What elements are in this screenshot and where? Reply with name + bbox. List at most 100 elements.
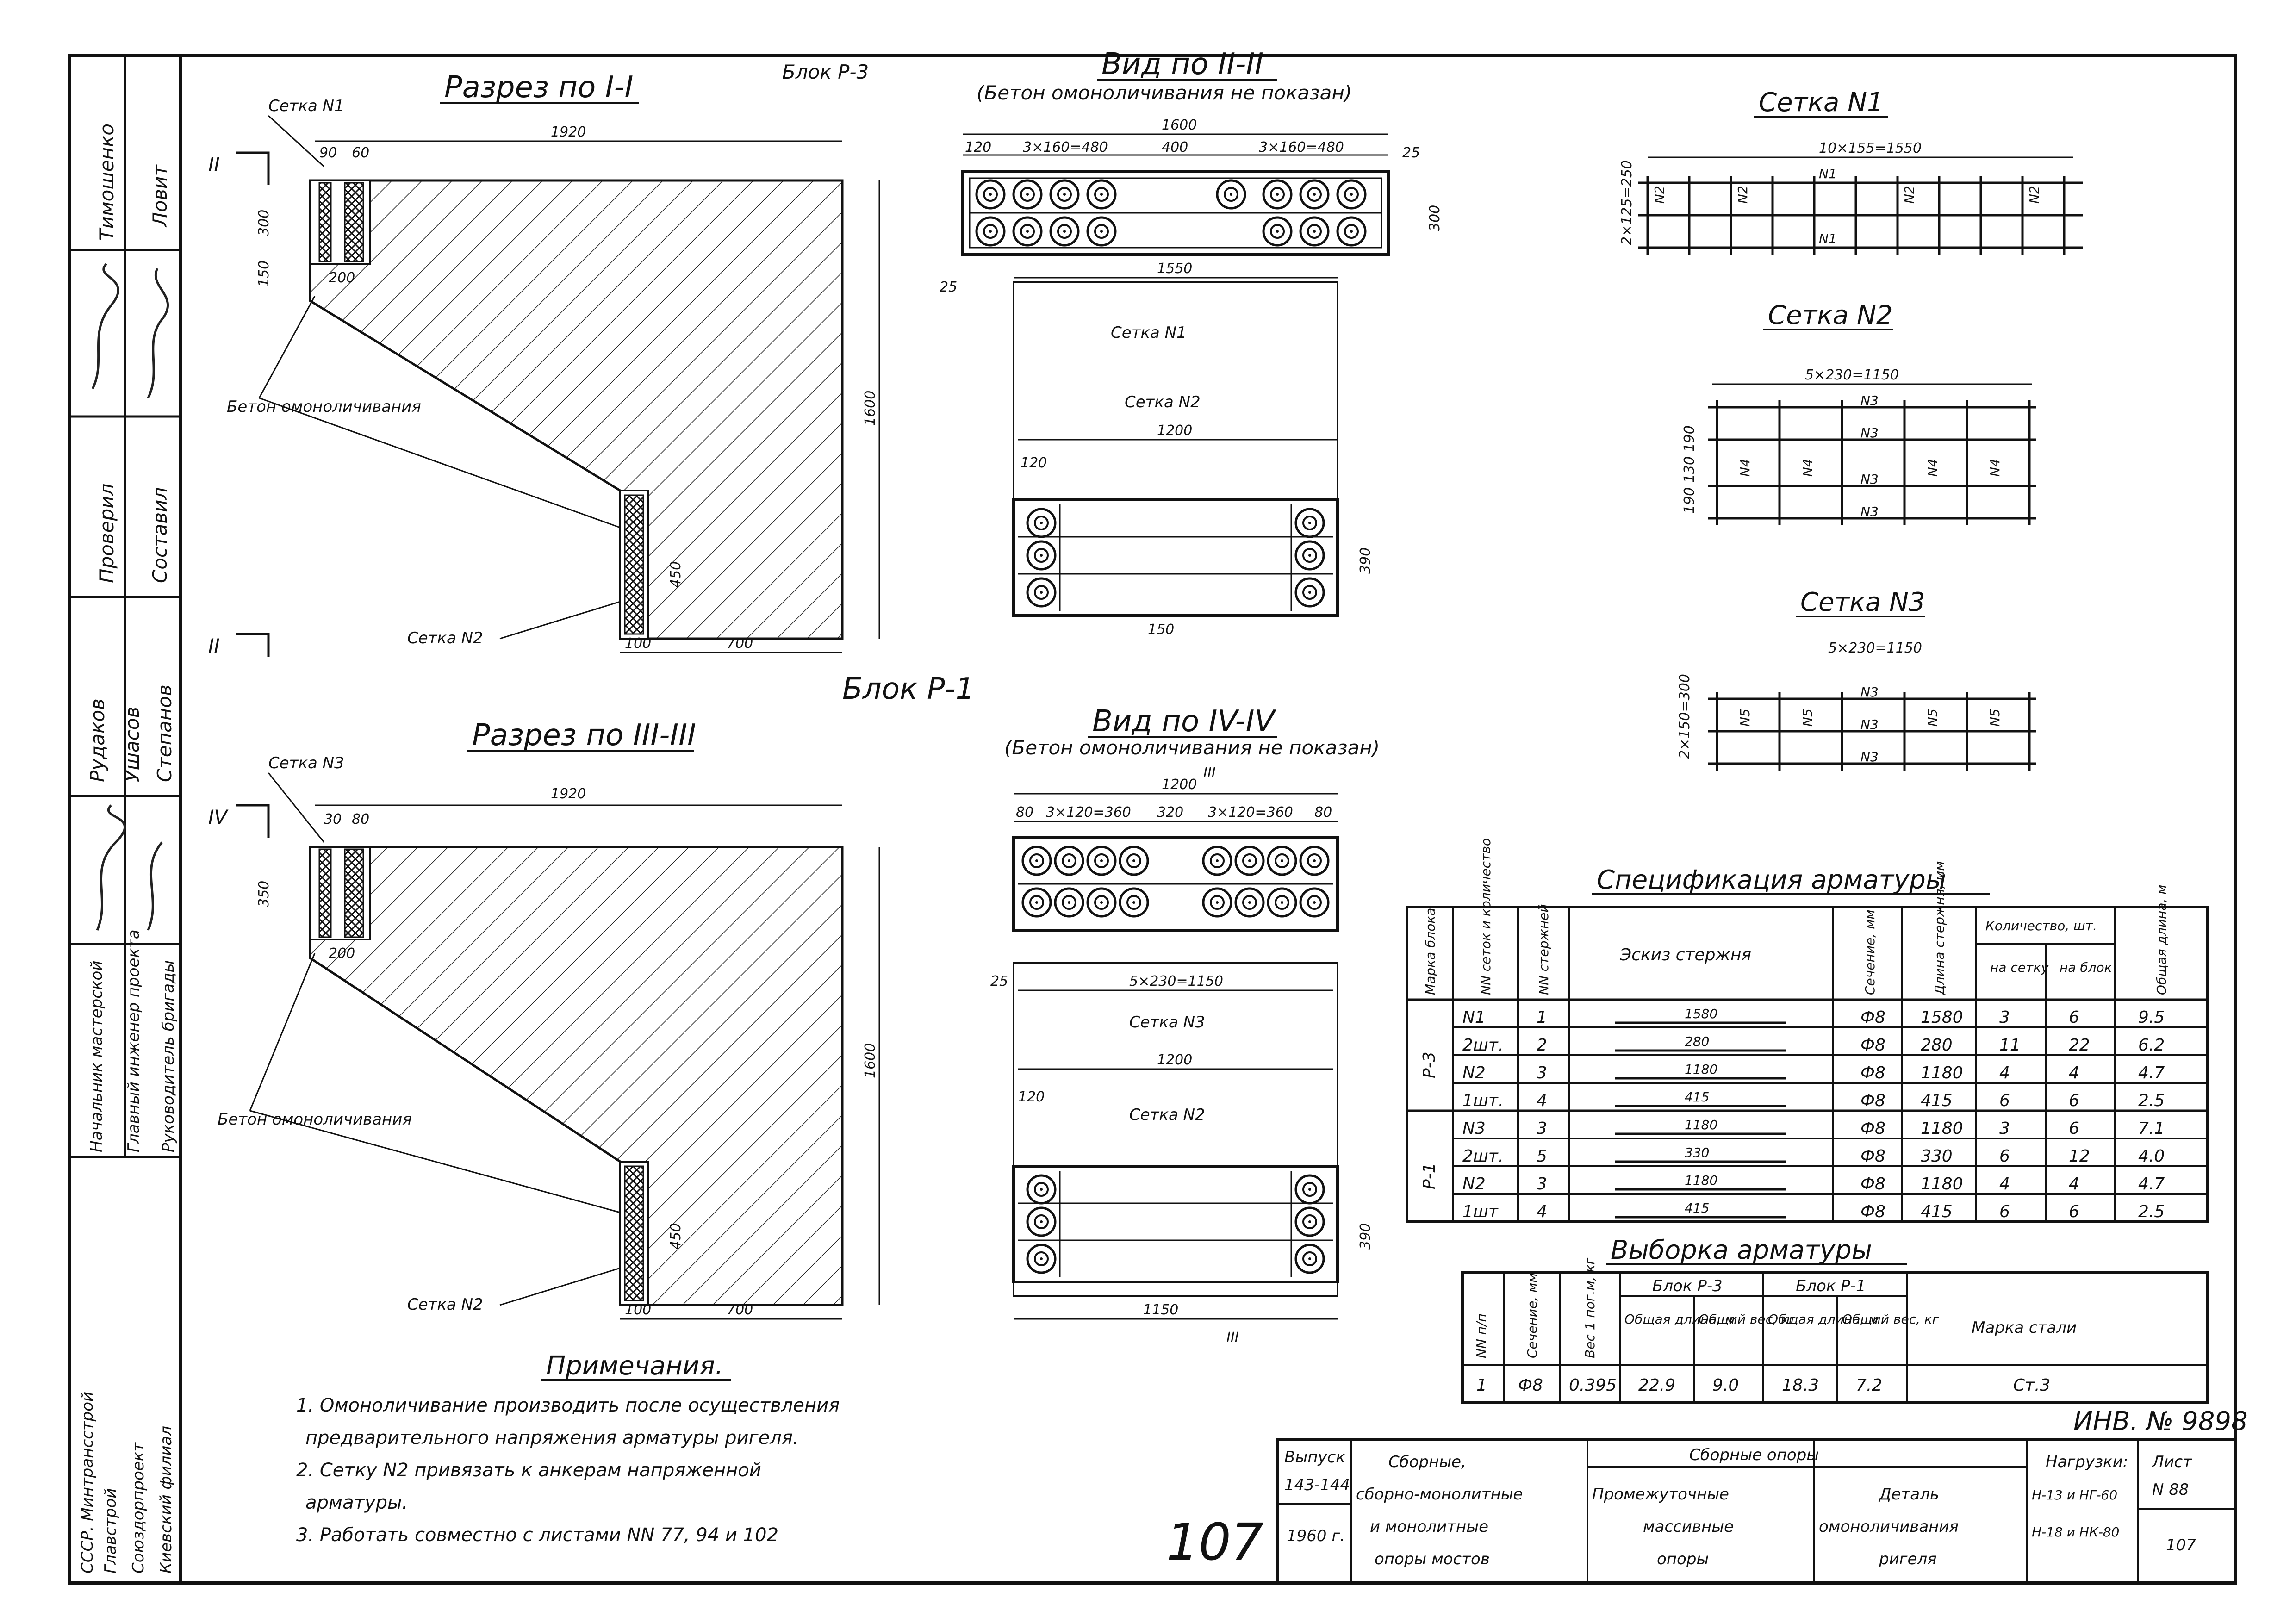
stamp-vypusk: 143-144 — [1284, 1476, 1350, 1494]
spec-cell-total: 9.5 — [2138, 1008, 2165, 1027]
dim-3x120-a: 3×120=360 — [1046, 804, 1131, 821]
dim-1920-a: 1920 — [551, 124, 586, 140]
spec-sketch-length: 1580 — [1685, 1006, 1717, 1021]
spec-h-qb: на блок — [2060, 960, 2112, 975]
sidebar-org-d: Киевский филиал — [157, 1426, 175, 1573]
dim-400: 400 — [1162, 139, 1188, 155]
dim-60: 60 — [352, 145, 369, 161]
spec-cell-len: 1180 — [1921, 1119, 1963, 1138]
spec-cell-len: 415 — [1921, 1091, 1953, 1110]
spec-cell-sec: Ф8 — [1860, 1175, 1885, 1194]
dim-25-b: 25 — [940, 279, 957, 295]
dim-200-a: 200 — [329, 270, 355, 286]
spec-cell-mesh: N2 — [1462, 1175, 1486, 1194]
sel-h-weight: Вес 1 пог.м, кг — [1582, 1258, 1598, 1358]
stamp-year: 1960 г. — [1287, 1527, 1345, 1545]
mesh2-bar-n4-d: N4 — [1987, 459, 2003, 477]
spec-cell-bar: 1 — [1537, 1008, 1547, 1027]
spec-cell-qb: 6 — [2069, 1091, 2079, 1110]
stamp-col2-b: массивные — [1643, 1517, 1734, 1536]
spec-table: Спецификация арматуры Марка блока NN сет… — [1406, 838, 2209, 1223]
spec-h-block: Марка блока — [1423, 908, 1438, 995]
spec-sketch-length: 1180 — [1685, 1117, 1717, 1132]
sel-h-p1-wt: Общий вес, кг — [1842, 1312, 1939, 1327]
view-II-II: Вид по II-II (Бетон омоноличивания не по… — [940, 47, 1443, 638]
stamp-load-label: Нагрузки: — [2046, 1453, 2128, 1471]
sel-v-num: 1 — [1476, 1376, 1487, 1395]
spec-cell-sec: Ф8 — [1860, 1147, 1885, 1166]
spec-cell-mesh: N2 — [1462, 1063, 1486, 1082]
mesh2-bar-n4-c: N4 — [1925, 459, 1940, 477]
dim-450-b: 450 — [668, 1223, 684, 1250]
section-I-title: Разрез по I-I — [444, 70, 633, 105]
selection-title: Выборка арматуры — [1611, 1235, 1872, 1265]
stamp-col1-a: Сборные, — [1388, 1453, 1466, 1471]
sel-h-p3: Блок Р-3 — [1652, 1277, 1723, 1295]
view-II-mesh1: Сетка N1 — [1111, 323, 1187, 342]
spec-cell-len: 415 — [1921, 1202, 1953, 1221]
sel-v-steel: Ст.3 — [2013, 1376, 2050, 1395]
mesh-n1: Сетка N1 10×155=1550 2×125=250 N2 N2 N2 … — [1619, 87, 2083, 255]
mark-III-bottom: III — [1226, 1330, 1239, 1346]
mesh2-bar-n4-b: N4 — [1800, 459, 1815, 477]
spec-h-len: Длина стержня, мм — [1932, 861, 1947, 996]
dim-120: 120 — [965, 139, 991, 155]
spec-cell-total: 4.7 — [2138, 1175, 2165, 1194]
view-IV-title: Вид по IV-IV — [1092, 704, 1277, 739]
big-page-number: 107 — [1166, 1512, 1263, 1572]
spec-cell-bar: 3 — [1537, 1175, 1547, 1194]
spec-cell-total: 2.5 — [2138, 1202, 2165, 1221]
sel-h-sec: Сечение, мм — [1524, 1273, 1540, 1358]
section-mark-II-bottom: II — [208, 634, 220, 657]
view-IV-mesh3: Сетка N3 — [1129, 1013, 1205, 1032]
dim-100-a: 100 — [625, 635, 651, 652]
spec-cell-total: 6.2 — [2138, 1036, 2165, 1055]
mesh2-bar-n4-a: N4 — [1737, 459, 1753, 477]
mesh3-dim-w: 5×230=1150 — [1828, 640, 1922, 656]
spec-cell-sec: Ф8 — [1860, 1036, 1885, 1055]
mesh1-title: Сетка N1 — [1759, 87, 1884, 118]
spec-title: Спецификация арматуры — [1597, 865, 1946, 895]
section-mark-IV: IV — [208, 806, 229, 828]
inventory-number: ИНВ. № 9898 — [2073, 1406, 2248, 1436]
selection-table: Выборка арматуры NN п/п Сечение, мм Вес … — [1461, 1235, 2209, 1404]
view-II-subtitle: (Бетон омоноличивания не показан) — [977, 81, 1352, 104]
stamp-col3-b: омоноличивания — [1819, 1517, 1959, 1536]
dim-200-b: 200 — [329, 945, 355, 962]
dim-1200-b: 1200 — [1157, 1052, 1192, 1068]
view-IV-mesh2: Сетка N2 — [1129, 1106, 1205, 1124]
mesh1-bar-n2-c: N2 — [1902, 186, 1917, 204]
spec-cell-total: 4.7 — [2138, 1063, 2165, 1082]
sel-v-p1-wt: 7.2 — [1856, 1376, 1882, 1395]
dim-1600-b: 1600 — [862, 1043, 878, 1078]
spec-cell-mesh: 2шт. — [1462, 1147, 1503, 1166]
dim-top-1200: 1200 — [1162, 777, 1197, 793]
concrete-callout-b: Бетон омоноличивания — [218, 1110, 412, 1129]
sel-h-p1: Блок Р-1 — [1796, 1277, 1866, 1295]
mesh3-bar-n5-d: N5 — [1987, 709, 2003, 727]
spec-cell-qs: 3 — [1999, 1119, 2010, 1138]
spec-cell-qb: 4 — [2069, 1063, 2079, 1082]
note-line-1: 1. Омоноличивание производить после осущ… — [296, 1395, 840, 1416]
stamp-col2-head: Сборные опоры — [1689, 1446, 1819, 1464]
spec-cell-qb: 12 — [2069, 1147, 2090, 1166]
dim-300-v: 300 — [1427, 205, 1443, 231]
spec-cell-len: 1180 — [1921, 1175, 1963, 1194]
stamp-col2-a: Промежуточные — [1592, 1485, 1729, 1504]
title-stamp: Выпуск 143-144 1960 г. Сборные, сборно-м… — [1276, 1438, 2237, 1584]
dim-150: 150 — [256, 261, 272, 287]
spec-cell-mesh: N1 — [1462, 1008, 1486, 1027]
spec-cell-bar: 4 — [1537, 1091, 1547, 1110]
sidebar-row3-name: Проверил — [95, 484, 118, 583]
dim-1600-a: 1600 — [862, 391, 878, 426]
mesh1-bar-n2-a: N2 — [1652, 186, 1667, 204]
spec-h-qty: Количество, шт. — [1985, 918, 2097, 933]
dim-top-1600: 1600 — [1162, 117, 1197, 133]
spec-cell-qs: 4 — [1999, 1063, 2010, 1082]
mesh2-dim-h: 190 130 190 — [1681, 425, 1698, 514]
sidebar-row1-role: Ловит — [149, 164, 171, 228]
sidebar-row4-c: Степанов — [153, 684, 176, 782]
spec-cell-total: 7.1 — [2138, 1119, 2165, 1138]
spec-cell-bar: 5 — [1537, 1147, 1547, 1166]
dim-3x120-b: 3×120=360 — [1208, 804, 1293, 821]
